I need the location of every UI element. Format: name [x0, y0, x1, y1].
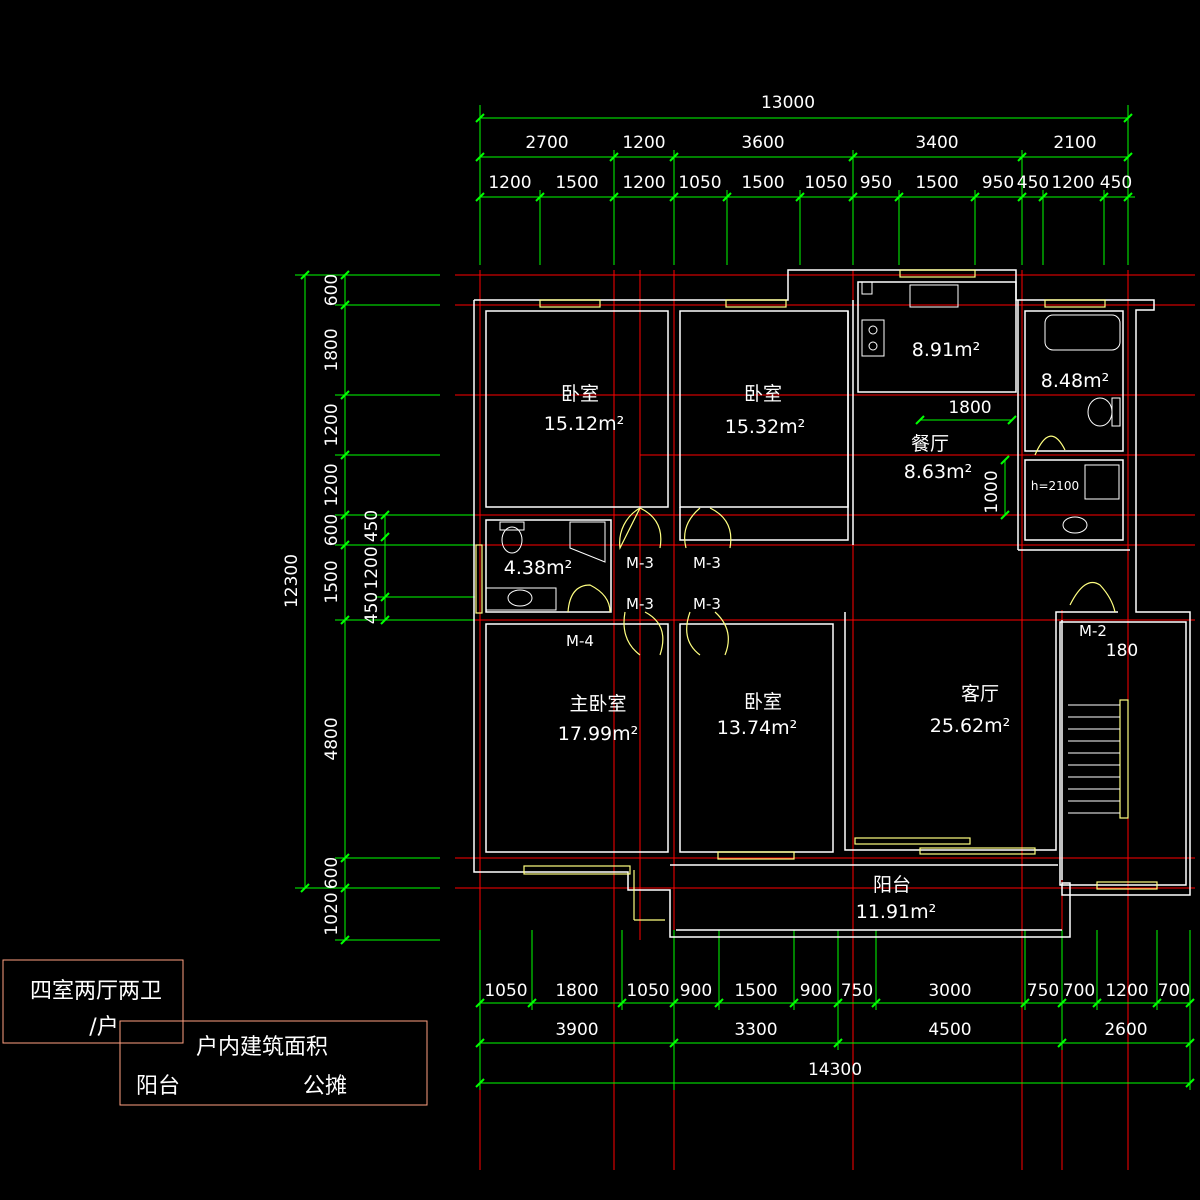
- dim-left-4: 1200: [322, 463, 342, 506]
- room-bedroom-tm-area: 15.32m²: [725, 416, 806, 438]
- room-bedroom-tl-area: 15.12m²: [544, 413, 625, 435]
- door-swings: [567, 435, 1116, 656]
- dim-bottom-total: 14300: [808, 1060, 862, 1080]
- dim-top-detail-3: 1200: [622, 173, 665, 193]
- stairs: [1068, 704, 1120, 814]
- dim-top-detail-11: 1200: [1051, 173, 1094, 193]
- walls: [473, 269, 1191, 938]
- dim-bottom-detail-6: 900: [800, 981, 832, 1001]
- dim-top-detail-8: 1500: [915, 173, 958, 193]
- dim-stair-180: 180: [1106, 641, 1138, 661]
- table-col-balcony: 阳台: [136, 1074, 180, 1099]
- dim-top-detail-4: 1050: [678, 173, 721, 193]
- dim-top-detail-12: 450: [1100, 173, 1132, 193]
- room-balcony-area: 11.91m²: [856, 901, 937, 923]
- room-bedroom-tm-name: 卧室: [744, 383, 782, 405]
- dim-left-inner-3: 450: [362, 592, 382, 624]
- dim-left-7: 4800: [322, 717, 342, 760]
- washer: [1084, 464, 1120, 500]
- toilet-left: [501, 526, 523, 554]
- stove: [861, 319, 885, 357]
- dim-bottom-mid-1: 3900: [555, 1020, 598, 1040]
- dim-top-detail-2: 1500: [555, 173, 598, 193]
- dim-bottom-detail-2: 1800: [555, 981, 598, 1001]
- dim-bottom-detail-9: 750: [1027, 981, 1059, 1001]
- door-label-m4: M-4: [566, 632, 594, 650]
- dim-bottom-detail-4: 900: [680, 981, 712, 1001]
- dim-top-detail-1: 1200: [488, 173, 531, 193]
- dim-left-6: 1500: [322, 560, 342, 603]
- sink-right: [1062, 516, 1088, 534]
- room-dining-area: 8.63m²: [904, 461, 972, 483]
- dim-left-9: 1020: [322, 892, 342, 935]
- dim-top-mid-1: 2700: [525, 133, 568, 153]
- room-dining-name: 餐厅: [911, 433, 949, 455]
- dim-top-detail-6: 1050: [804, 173, 847, 193]
- table-unit-suffix: /户: [89, 1015, 118, 1040]
- dim-bottom-detail-7: 750: [841, 981, 873, 1001]
- dim-top-detail-5: 1500: [741, 173, 784, 193]
- heater-height-note: h=2100: [1031, 479, 1079, 493]
- dim-left-1: 600: [322, 274, 342, 306]
- dim-left-5: 600: [322, 514, 342, 546]
- dim-bottom-detail-1: 1050: [484, 981, 527, 1001]
- room-master-bedroom-area: 17.99m²: [558, 723, 639, 745]
- dim-top-mid-4: 3400: [915, 133, 958, 153]
- room-kitchen-area: 8.91m²: [912, 339, 980, 361]
- dim-bottom-mid-3: 4500: [928, 1020, 971, 1040]
- door-label-m3-c: M-3: [626, 595, 654, 613]
- room-bedroom-tl-name: 卧室: [561, 383, 599, 405]
- dim-inner-1000: 1000: [982, 470, 1002, 513]
- dim-left-inner-1: 450: [362, 510, 382, 542]
- dim-bottom-detail-8: 3000: [928, 981, 971, 1001]
- dim-left-2: 1800: [322, 328, 342, 371]
- fixtures: [485, 281, 1121, 611]
- room-bath-left-area: 4.38m²: [504, 557, 572, 579]
- table-unit-type: 四室两厅两卫: [30, 979, 162, 1004]
- dim-bottom-detail-3: 1050: [626, 981, 669, 1001]
- room-master-bedroom-name: 主卧室: [569, 693, 626, 715]
- door-label-m3-a: M-3: [626, 554, 654, 572]
- area-table: [2, 959, 428, 1106]
- dim-top-detail-10: 450: [1017, 173, 1049, 193]
- dim-bottom-detail-11: 1200: [1105, 981, 1148, 1001]
- bathtub: [1044, 314, 1121, 351]
- dim-left-inner-2: 1200: [362, 546, 382, 589]
- dim-top-detail-9: 950: [982, 173, 1014, 193]
- shower: [569, 521, 606, 563]
- room-bath-right-area: 8.48m²: [1041, 370, 1109, 392]
- dimension-ticks: [300, 113, 1195, 1088]
- table-area-header: 户内建筑面积: [196, 1035, 328, 1060]
- room-bedroom-bm-area: 13.74m²: [717, 717, 798, 739]
- door-label-m2: M-2: [1079, 622, 1107, 640]
- dim-bottom-mid-2: 3300: [734, 1020, 777, 1040]
- room-balcony-name: 阳台: [873, 874, 911, 896]
- dimension-lines: [295, 105, 1191, 1090]
- dim-top-mid-2: 1200: [622, 133, 665, 153]
- sink-left: [507, 589, 533, 607]
- dim-top-detail-7: 950: [860, 173, 892, 193]
- dim-top-mid-5: 2100: [1053, 133, 1096, 153]
- door-label-m3-d: M-3: [693, 595, 721, 613]
- dim-left-8: 600: [322, 857, 342, 889]
- room-living-name: 客厅: [961, 683, 999, 705]
- dim-bottom-detail-12: 700: [1158, 981, 1190, 1001]
- door-label-m3-b: M-3: [693, 554, 721, 572]
- windows: [475, 269, 1158, 921]
- dim-left-3: 1200: [322, 403, 342, 446]
- dim-bottom-detail-10: 700: [1063, 981, 1095, 1001]
- dim-top-total: 13000: [761, 93, 815, 113]
- kitchen-counter: [909, 284, 959, 308]
- dim-bottom-detail-5: 1500: [734, 981, 777, 1001]
- dim-top-mid-3: 3600: [741, 133, 784, 153]
- dim-left-total: 12300: [282, 554, 302, 608]
- dim-bottom-mid-4: 2600: [1104, 1020, 1147, 1040]
- room-bedroom-bm-name: 卧室: [744, 691, 782, 713]
- dim-inner-1800: 1800: [948, 398, 991, 418]
- room-living-area: 25.62m²: [930, 715, 1011, 737]
- table-col-shared: 公摊: [303, 1074, 347, 1099]
- axis-grid: [455, 270, 1195, 1170]
